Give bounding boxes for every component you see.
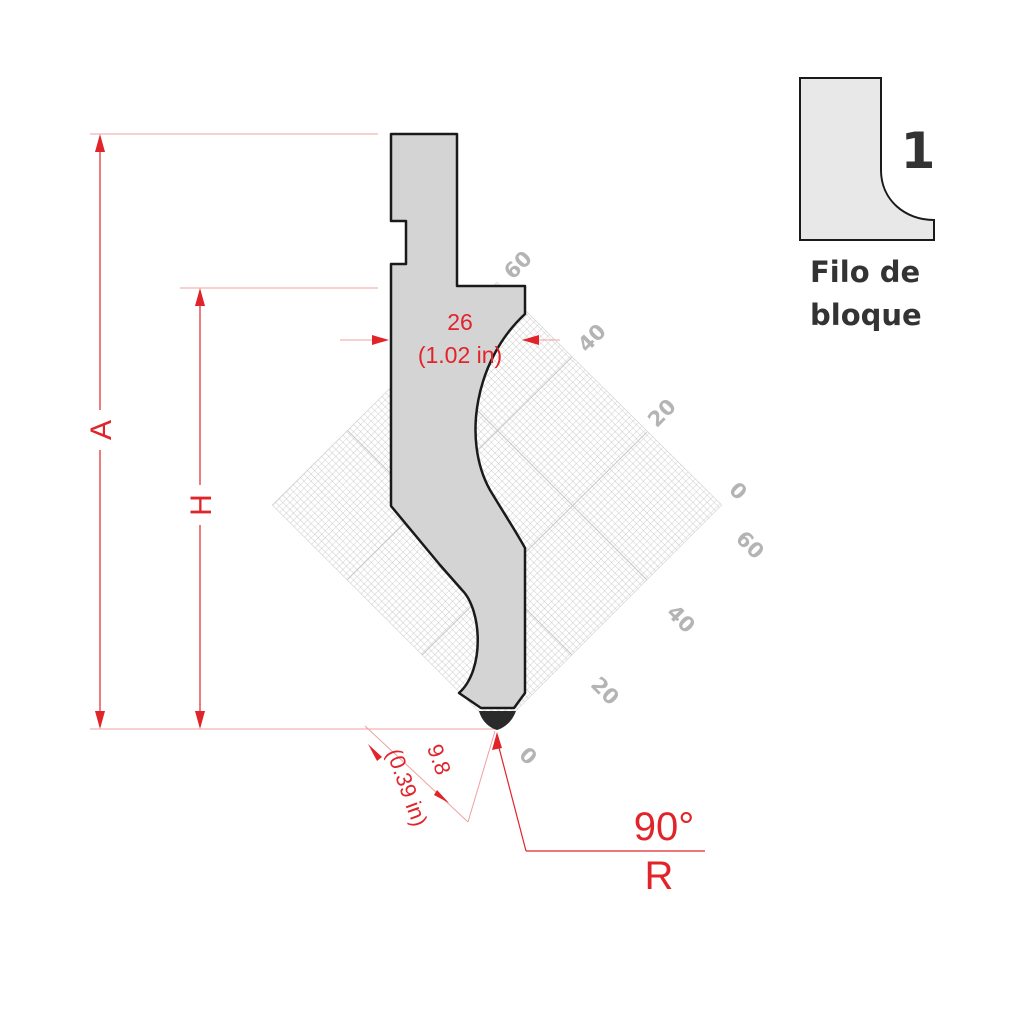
angle-radius-callout: 90° R <box>492 732 705 898</box>
scale-label-lower-0: 0 <box>514 742 541 769</box>
dimension-width-inch: (1.02 in) <box>418 342 502 368</box>
edge-legend: 1 Filo de bloque <box>799 77 936 332</box>
scale-label-lower-60: 60 <box>731 526 769 564</box>
scale-label-upper-0: 0 <box>724 477 751 504</box>
scale-label-upper-40: 40 <box>573 319 611 357</box>
scale-label-lower-40: 40 <box>662 600 700 638</box>
scale-label-upper-20: 20 <box>643 394 681 432</box>
edge-legend-shape <box>799 77 935 241</box>
dimension-width: 26 (1.02 in) <box>372 309 539 368</box>
dimension-a: A <box>85 134 118 729</box>
edge-legend-caption-line2: bloque <box>810 298 922 332</box>
dimension-tip-value: 9.8 <box>422 741 456 778</box>
dimension-h-label: H <box>185 494 218 516</box>
edge-legend-caption-line1: Filo de <box>810 255 920 289</box>
scale-label-lower-20: 20 <box>586 672 624 710</box>
dimension-tip: 9.8 (0.39 in) <box>368 741 456 830</box>
dimension-a-label: A <box>85 420 118 440</box>
radius-label: R <box>645 854 674 898</box>
tool-profile <box>389 132 527 710</box>
scale-label-upper-60: 60 <box>499 246 537 284</box>
edge-legend-number: 1 <box>901 122 936 180</box>
tool-tip <box>479 711 516 730</box>
grid-major-lines <box>272 282 722 730</box>
dimension-width-value: 26 <box>447 309 473 335</box>
dimension-h: H <box>185 288 218 729</box>
extension-lines <box>90 133 560 823</box>
angle-label: 90° <box>634 805 695 849</box>
dimension-tip-inch: (0.39 in) <box>381 745 432 829</box>
